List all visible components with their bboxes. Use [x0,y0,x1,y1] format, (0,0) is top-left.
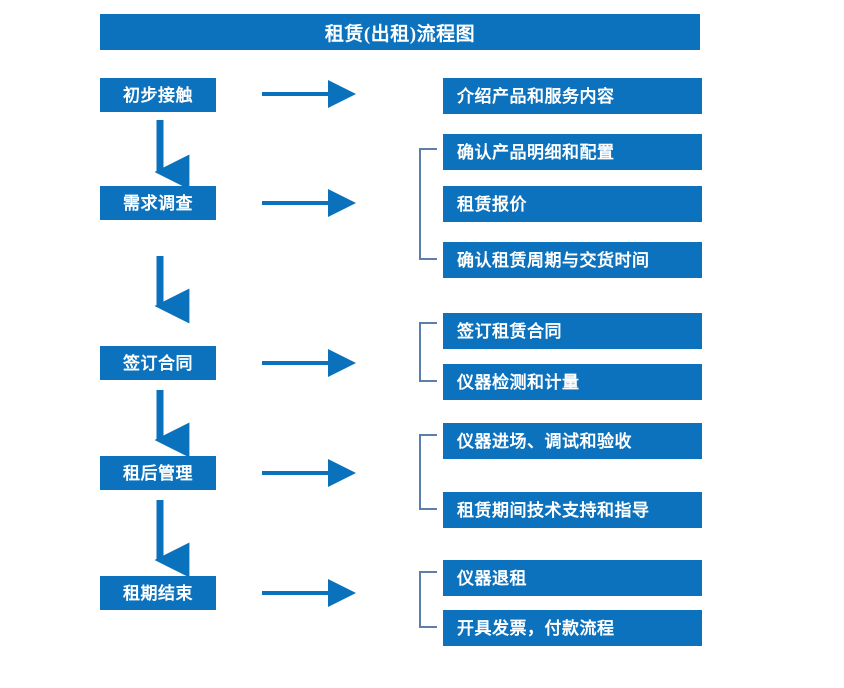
stage-box-1[interactable]: 初步接触 [100,78,216,112]
detail-box-3-2[interactable]: 仪器检测和计量 [443,364,702,400]
group-bracket-2 [419,148,437,260]
group-bracket-4 [419,434,437,510]
detail-box-2-1[interactable]: 确认产品明细和配置 [443,134,702,170]
stage-box-5[interactable]: 租期结束 [100,576,216,610]
detail-box-3-1[interactable]: 签订租赁合同 [443,313,702,349]
group-bracket-3 [419,322,437,382]
detail-box-1-1[interactable]: 介绍产品和服务内容 [443,78,702,114]
detail-box-2-2[interactable]: 租赁报价 [443,186,702,222]
stage-box-3[interactable]: 签订合同 [100,346,216,380]
detail-box-2-3[interactable]: 确认租赁周期与交货时间 [443,242,702,278]
detail-box-4-2[interactable]: 租赁期间技术支持和指导 [443,492,702,528]
page-title: 租赁(出租)流程图 [100,14,700,50]
detail-box-4-1[interactable]: 仪器进场、调试和验收 [443,423,702,459]
stage-box-2[interactable]: 需求调查 [100,186,216,220]
group-bracket-5 [419,571,437,628]
detail-box-5-2[interactable]: 开具发票，付款流程 [443,610,702,646]
stage-box-4[interactable]: 租后管理 [100,456,216,490]
detail-box-5-1[interactable]: 仪器退租 [443,560,702,596]
